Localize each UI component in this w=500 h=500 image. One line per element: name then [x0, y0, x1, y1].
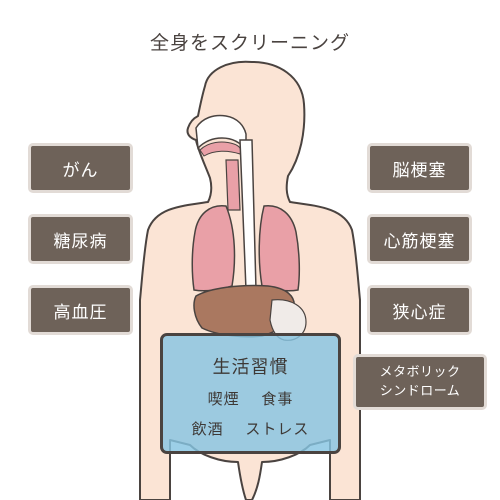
label-metabolic-syndrome: メタボリック シンドローム: [353, 354, 487, 410]
metabolic-syndrome-line1: メタボリック: [379, 365, 461, 380]
right-lung-shape: [258, 205, 301, 292]
lifestyle-stress: ストレス: [245, 420, 310, 438]
diagram-title: 全身をスクリーニング: [149, 32, 350, 54]
lifestyle-box: 生活習慣 喫煙 食事 飲酒 ストレス: [160, 333, 341, 454]
label-hypertension: 高血圧: [28, 285, 133, 335]
label-cancer: がん: [28, 143, 133, 193]
left-lung-shape: [191, 205, 236, 292]
lifestyle-smoking: 喫煙: [207, 390, 240, 408]
metabolic-syndrome-line2: シンドローム: [379, 384, 461, 399]
lifestyle-drinking: 飲酒: [191, 420, 224, 438]
label-myocardial-infarction: 心筋梗塞: [367, 214, 472, 264]
label-diabetes: 糖尿病: [28, 214, 133, 264]
trachea-shape: [225, 159, 241, 211]
label-cerebral-infarction: 脳梗塞: [367, 143, 472, 193]
lifestyle-title: 生活習慣: [212, 357, 289, 378]
lifestyle-row-2: 飲酒 ストレス: [163, 418, 338, 439]
label-angina: 狭心症: [367, 285, 472, 335]
lifestyle-row-1: 喫煙 食事: [163, 388, 338, 409]
lifestyle-diet: 食事: [261, 390, 294, 408]
